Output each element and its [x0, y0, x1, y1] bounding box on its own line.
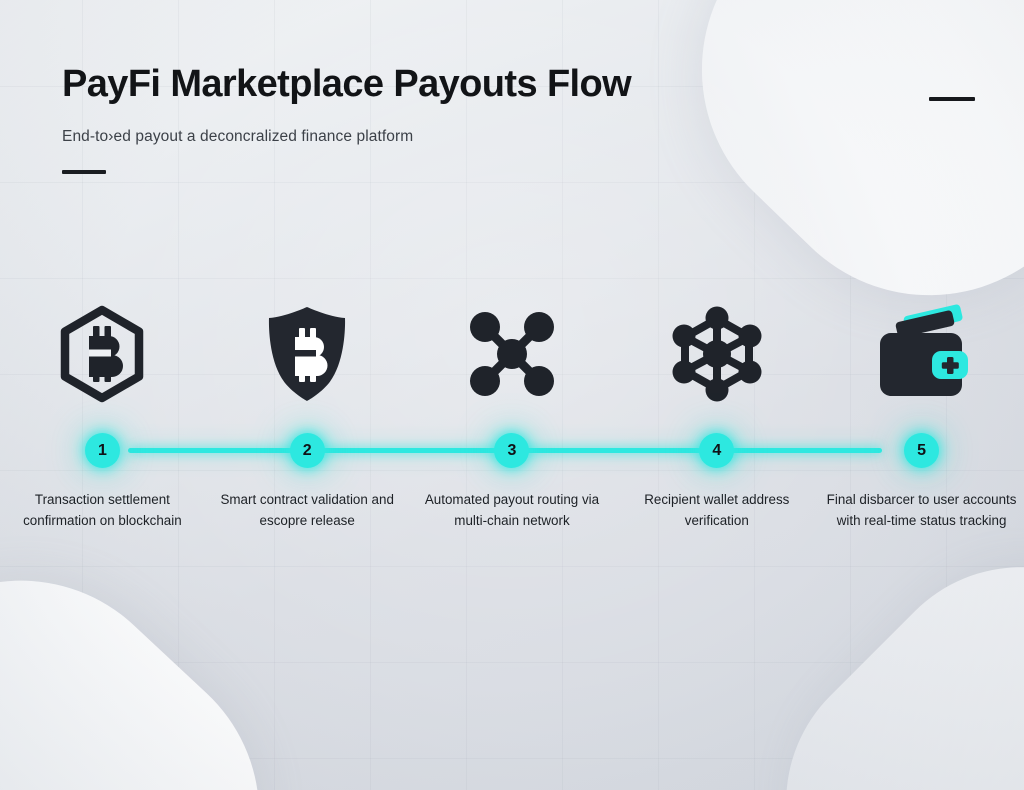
- step-node-3[interactable]: 3: [494, 433, 530, 468]
- step-node-2[interactable]: 2: [289, 433, 325, 468]
- flow-step-3[interactable]: 3 Automated payout routing via multi-cha…: [410, 300, 615, 570]
- step-node-4[interactable]: 4: [699, 433, 735, 468]
- timeline-steps: 1 Transaction settlement confirmation on…: [0, 300, 1024, 570]
- flow-step-1[interactable]: 1 Transaction settlement confirmation on…: [0, 300, 205, 570]
- bitcoin-hexagon-icon: [56, 300, 148, 408]
- corner-dash-mark: [929, 97, 975, 101]
- step-caption-4: Recipient wallet address verification: [644, 492, 790, 529]
- step-caption-2: Smart contract validation and escopre re…: [220, 492, 394, 529]
- step-node-5[interactable]: 5: [904, 433, 940, 468]
- flow-step-2[interactable]: 2 Smart contract validation and escopre …: [205, 300, 410, 570]
- step-caption-3: Automated payout routing via multi-chain…: [424, 492, 600, 529]
- flow-step-4[interactable]: 4 Recipient wallet address verification: [614, 300, 819, 570]
- payout-flow-timeline: 1 Transaction settlement confirmation on…: [0, 300, 1024, 570]
- page-subtitle: End-to›ed payout a deconcralized finance…: [62, 127, 414, 145]
- page-title: PayFi Marketplace Payouts Flow: [62, 63, 632, 105]
- flow-step-5[interactable]: 5 Final disbarcer to user accounts with …: [819, 300, 1024, 570]
- step-node-1[interactable]: 1: [84, 433, 120, 468]
- bitcoin-shield-icon: [263, 300, 351, 408]
- step-caption-1: Transaction settlement confirmation on b…: [23, 492, 182, 529]
- header: PayFi Marketplace Payouts Flow End-to›ed…: [62, 63, 822, 174]
- hexagon-lattice-icon: [669, 300, 765, 408]
- step-caption-5: Final disbarcer to user accounts with re…: [826, 492, 1017, 529]
- network-hub-icon: [464, 300, 560, 408]
- accent-rule: [62, 169, 106, 174]
- wallet-plus-icon: [870, 300, 974, 408]
